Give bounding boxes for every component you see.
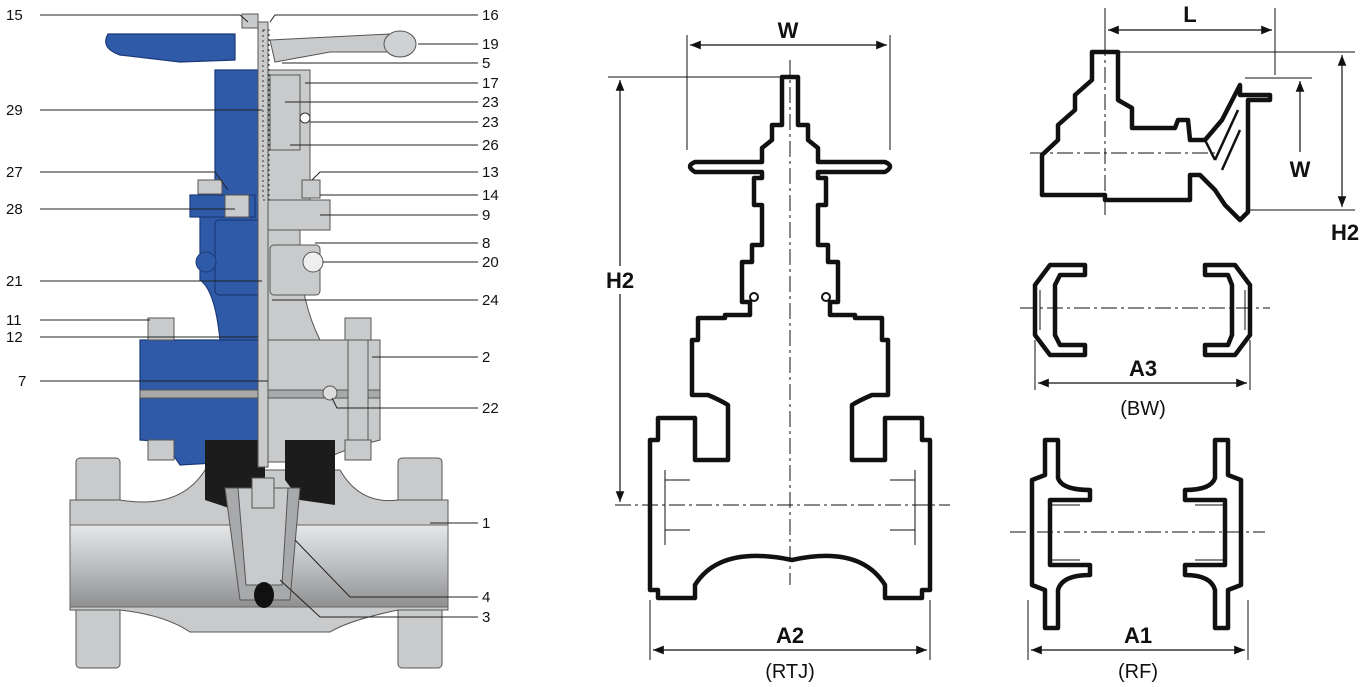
- callout-7: 7: [18, 373, 26, 390]
- cutaway-callouts: 15 29 27 28 21 11 12 7 16 19 5 17 23 23 …: [6, 7, 499, 626]
- stud-2: [347, 339, 369, 441]
- bolt-2-bottom: [344, 439, 372, 461]
- callout-12: 12: [6, 329, 23, 346]
- callout-23a: 23: [482, 94, 499, 111]
- callout-17: 17: [482, 75, 499, 92]
- stem: [257, 21, 269, 468]
- pin-20: [302, 251, 324, 273]
- callout-1: 1: [482, 515, 490, 532]
- callout-14: 14: [482, 187, 499, 204]
- wedge-slot: [254, 582, 274, 608]
- handwheel-nut: [241, 13, 259, 29]
- bolt-2-top: [344, 317, 372, 341]
- rtj-outline-drawing: W H2 A2 (RTJ): [600, 18, 950, 683]
- callout-19: 19: [482, 36, 499, 53]
- cutaway-leader-lines: [40, 14, 478, 618]
- rf-end-drawing: A1 (RF): [1010, 437, 1265, 683]
- rtj-dim-a2: A2: [776, 623, 804, 648]
- callout-4: 4: [482, 589, 490, 606]
- bolt-11: [147, 317, 175, 341]
- callout-22: 22: [482, 400, 499, 417]
- callout-21: 21: [6, 273, 23, 290]
- callout-15: 15: [6, 7, 23, 24]
- callout-27: 27: [6, 164, 23, 181]
- gear-dim-w: W: [1290, 157, 1311, 182]
- callout-3: 3: [482, 609, 490, 626]
- bw-end-drawing: A3 (BW): [1020, 262, 1270, 420]
- callout-24: 24: [482, 292, 499, 309]
- nut-13: [301, 179, 321, 199]
- gear-dim-h2: H2: [1331, 220, 1359, 245]
- stem-head: [251, 477, 275, 509]
- bw-caption: (BW): [1120, 398, 1166, 420]
- gear-operator-drawing: L W H2: [1030, 2, 1359, 245]
- stem-thread: [262, 29, 270, 201]
- nut-28: [224, 194, 250, 218]
- callout-26: 26: [482, 137, 499, 154]
- rf-caption: (RF): [1118, 661, 1158, 683]
- stem-nut: [269, 74, 301, 151]
- callout-9: 9: [482, 207, 490, 224]
- yoke-boss: [214, 219, 261, 296]
- callout-29: 29: [6, 102, 23, 119]
- handwheel-left: [105, 33, 236, 63]
- callout-8: 8: [482, 235, 490, 252]
- rtj-dim-w: W: [778, 18, 799, 43]
- grease-fitting: [299, 112, 311, 124]
- rtj-caption: (RTJ): [765, 661, 815, 683]
- cutaway-valve: [69, 13, 449, 669]
- rtj-dim-h2: H2: [606, 268, 634, 293]
- gear-dim-l: L: [1183, 2, 1196, 27]
- bw-dim-a3: A3: [1129, 356, 1157, 381]
- plug-22: [322, 385, 338, 401]
- callout-20: 20: [482, 254, 499, 271]
- callout-2: 2: [482, 349, 490, 366]
- callout-23b: 23: [482, 114, 499, 131]
- handwheel-knob: [383, 30, 417, 58]
- yoke-hole: [195, 251, 217, 273]
- callout-28: 28: [6, 201, 23, 218]
- bolt-lower-left: [147, 439, 175, 461]
- callout-11: 11: [6, 312, 22, 329]
- rf-dim-a1: A1: [1124, 623, 1152, 648]
- nut-27: [197, 179, 223, 195]
- callout-16: 16: [482, 7, 499, 24]
- callout-13: 13: [482, 164, 499, 181]
- callout-5: 5: [482, 55, 490, 72]
